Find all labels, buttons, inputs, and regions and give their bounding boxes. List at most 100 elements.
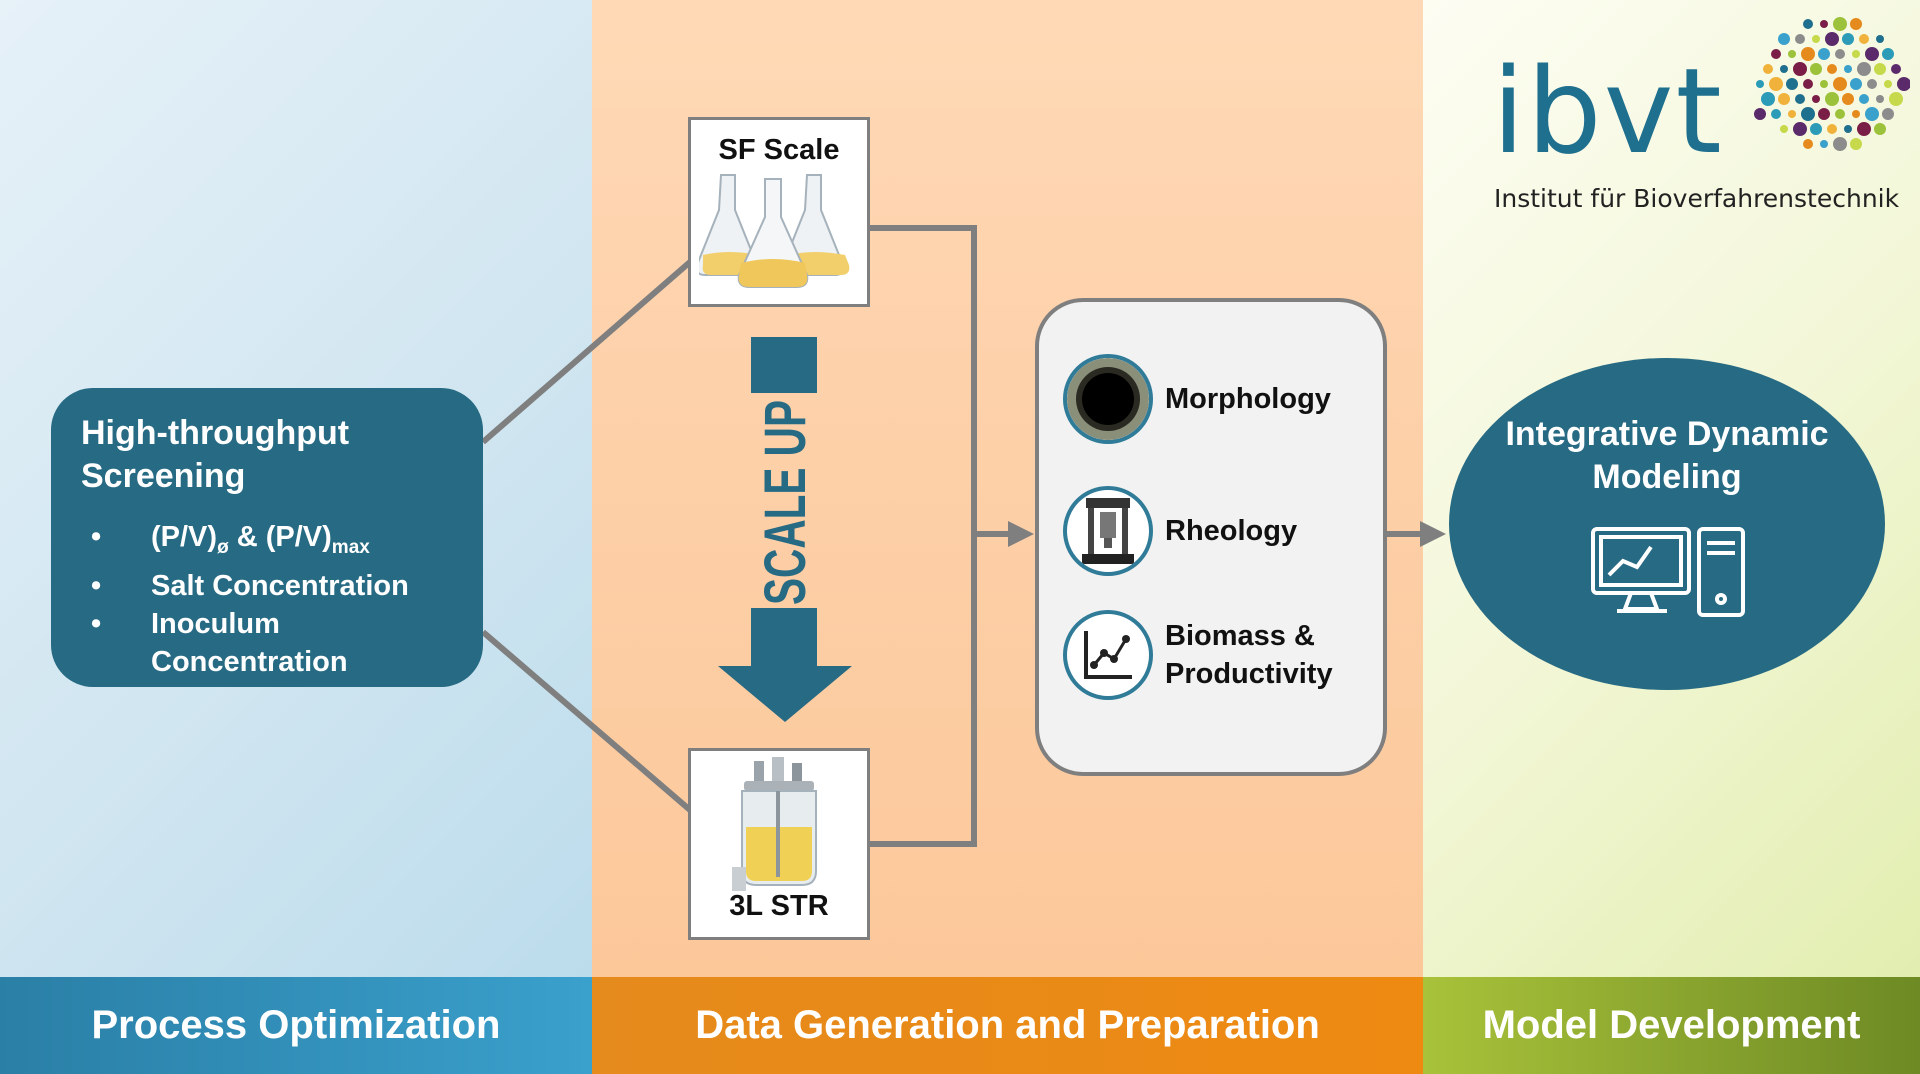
footer-data-generation: Data Generation and Preparation bbox=[592, 977, 1423, 1074]
logo-dot bbox=[1882, 48, 1894, 60]
screening-item-inoculum: • Inoculum Concentration bbox=[91, 607, 348, 678]
logo-dot bbox=[1771, 109, 1781, 119]
logo-dot bbox=[1795, 34, 1805, 44]
logo-dot bbox=[1865, 107, 1879, 121]
ibvt-logo-dots bbox=[1754, 17, 1910, 151]
logo-dot bbox=[1754, 108, 1766, 120]
logo-dot bbox=[1771, 49, 1781, 59]
scale-up-arrow-head bbox=[718, 666, 852, 722]
scale-up-arrow-shaft bbox=[751, 608, 817, 668]
logo-dot bbox=[1825, 32, 1839, 46]
logo-dot bbox=[1801, 107, 1815, 121]
logo-dot bbox=[1818, 48, 1830, 60]
modeling-ellipse: Integrative Dynamic Modeling bbox=[1449, 358, 1885, 690]
computer-icon bbox=[1591, 527, 1745, 617]
line-graph-icon bbox=[1063, 610, 1153, 700]
logo-dot bbox=[1865, 47, 1879, 61]
logo-dot bbox=[1820, 140, 1828, 148]
logo-dot bbox=[1803, 19, 1813, 29]
logo-dot bbox=[1788, 50, 1796, 58]
logo-dot bbox=[1786, 78, 1798, 90]
logo-dot bbox=[1812, 35, 1820, 43]
bioreactor-icon bbox=[732, 757, 817, 891]
footer-model-development: Model Development bbox=[1423, 977, 1920, 1074]
logo-dot bbox=[1882, 108, 1894, 120]
logo-dot bbox=[1850, 18, 1862, 30]
analysis-item-rheology: Rheology bbox=[1063, 486, 1297, 576]
logo-dot bbox=[1852, 50, 1860, 58]
logo-dot bbox=[1852, 110, 1860, 118]
logo-dot bbox=[1891, 64, 1901, 74]
arrowhead-model bbox=[1420, 521, 1446, 547]
logo-dot bbox=[1780, 65, 1788, 73]
analysis-item-biomass: Biomass & Productivity bbox=[1063, 610, 1365, 700]
logo-dot bbox=[1833, 137, 1847, 151]
logo-dot bbox=[1889, 92, 1903, 106]
logo-dot bbox=[1833, 77, 1847, 91]
logo-dot bbox=[1835, 109, 1845, 119]
logo-dot bbox=[1842, 93, 1854, 105]
logo-dot bbox=[1803, 79, 1813, 89]
logo-dot bbox=[1844, 125, 1852, 133]
logo-dot bbox=[1810, 123, 1822, 135]
scale-up-arrow-top bbox=[751, 337, 817, 393]
logo-dot bbox=[1769, 77, 1783, 91]
morphology-label: Morphology bbox=[1165, 383, 1331, 415]
logo-dot bbox=[1818, 108, 1830, 120]
logo-dot bbox=[1842, 33, 1854, 45]
connector-hts-to-sf bbox=[481, 259, 692, 445]
ibvt-logo-subtitle: Institut für Bioverfahrenstechnik bbox=[1494, 184, 1900, 213]
morphology-icon bbox=[1063, 354, 1153, 444]
connector-hts-to-str bbox=[481, 629, 692, 813]
logo-dot bbox=[1827, 124, 1837, 134]
footer-process-optimization: Process Optimization bbox=[0, 977, 592, 1074]
rheometer-icon bbox=[1063, 486, 1153, 576]
logo-dot bbox=[1844, 65, 1852, 73]
logo-dot bbox=[1763, 64, 1773, 74]
modeling-title: Integrative Dynamic Modeling bbox=[1505, 415, 1829, 496]
scale-up-label: SCALE UP bbox=[753, 400, 818, 605]
logo-dot bbox=[1803, 139, 1813, 149]
logo-dot bbox=[1833, 17, 1847, 31]
logo-dot bbox=[1780, 125, 1788, 133]
logo-dot bbox=[1874, 123, 1886, 135]
analysis-box: Morphology Rheology Biomass & Productivi… bbox=[1035, 298, 1387, 776]
logo-dot bbox=[1874, 63, 1886, 75]
logo-dot bbox=[1827, 64, 1837, 74]
logo-dot bbox=[1876, 35, 1884, 43]
str-box: 3L STR bbox=[688, 748, 870, 940]
logo-dot bbox=[1859, 94, 1869, 104]
logo-dot bbox=[1857, 122, 1871, 136]
logo-dot bbox=[1788, 110, 1796, 118]
analysis-item-morphology: Morphology bbox=[1063, 354, 1331, 444]
logo-dot bbox=[1820, 20, 1828, 28]
logo-dot bbox=[1876, 95, 1884, 103]
sf-scale-label: SF Scale bbox=[718, 134, 840, 166]
logo-dot bbox=[1850, 138, 1862, 150]
screening-box: High-throughput Screening • (P/V)ø & (P/… bbox=[51, 388, 483, 687]
logo-dot bbox=[1859, 34, 1869, 44]
logo-dot bbox=[1801, 47, 1815, 61]
logo-dot bbox=[1756, 80, 1764, 88]
logo-dot bbox=[1793, 122, 1807, 136]
ibvt-logo-wordmark: ibvt bbox=[1492, 42, 1724, 180]
screening-item-salt: • Salt Concentration bbox=[91, 569, 409, 602]
arrowhead-analysis bbox=[1008, 521, 1034, 547]
str-label: 3L STR bbox=[729, 890, 829, 922]
shake-flasks-icon bbox=[695, 174, 850, 288]
logo-dot bbox=[1867, 79, 1877, 89]
logo-dot bbox=[1795, 94, 1805, 104]
logo-dot bbox=[1812, 95, 1820, 103]
logo-dot bbox=[1850, 78, 1862, 90]
screening-title: High-throughput Screening bbox=[81, 414, 350, 495]
logo-dot bbox=[1778, 33, 1790, 45]
logo-dot bbox=[1835, 49, 1845, 59]
logo-dot bbox=[1761, 92, 1775, 106]
sf-scale-box: SF Scale bbox=[688, 117, 870, 307]
logo-dot bbox=[1778, 93, 1790, 105]
rheology-label: Rheology bbox=[1165, 515, 1298, 547]
logo-dot bbox=[1820, 80, 1828, 88]
screening-list: • (P/V)ø & (P/V)max • Salt Concentration… bbox=[81, 518, 453, 681]
logo-dot bbox=[1793, 62, 1807, 76]
